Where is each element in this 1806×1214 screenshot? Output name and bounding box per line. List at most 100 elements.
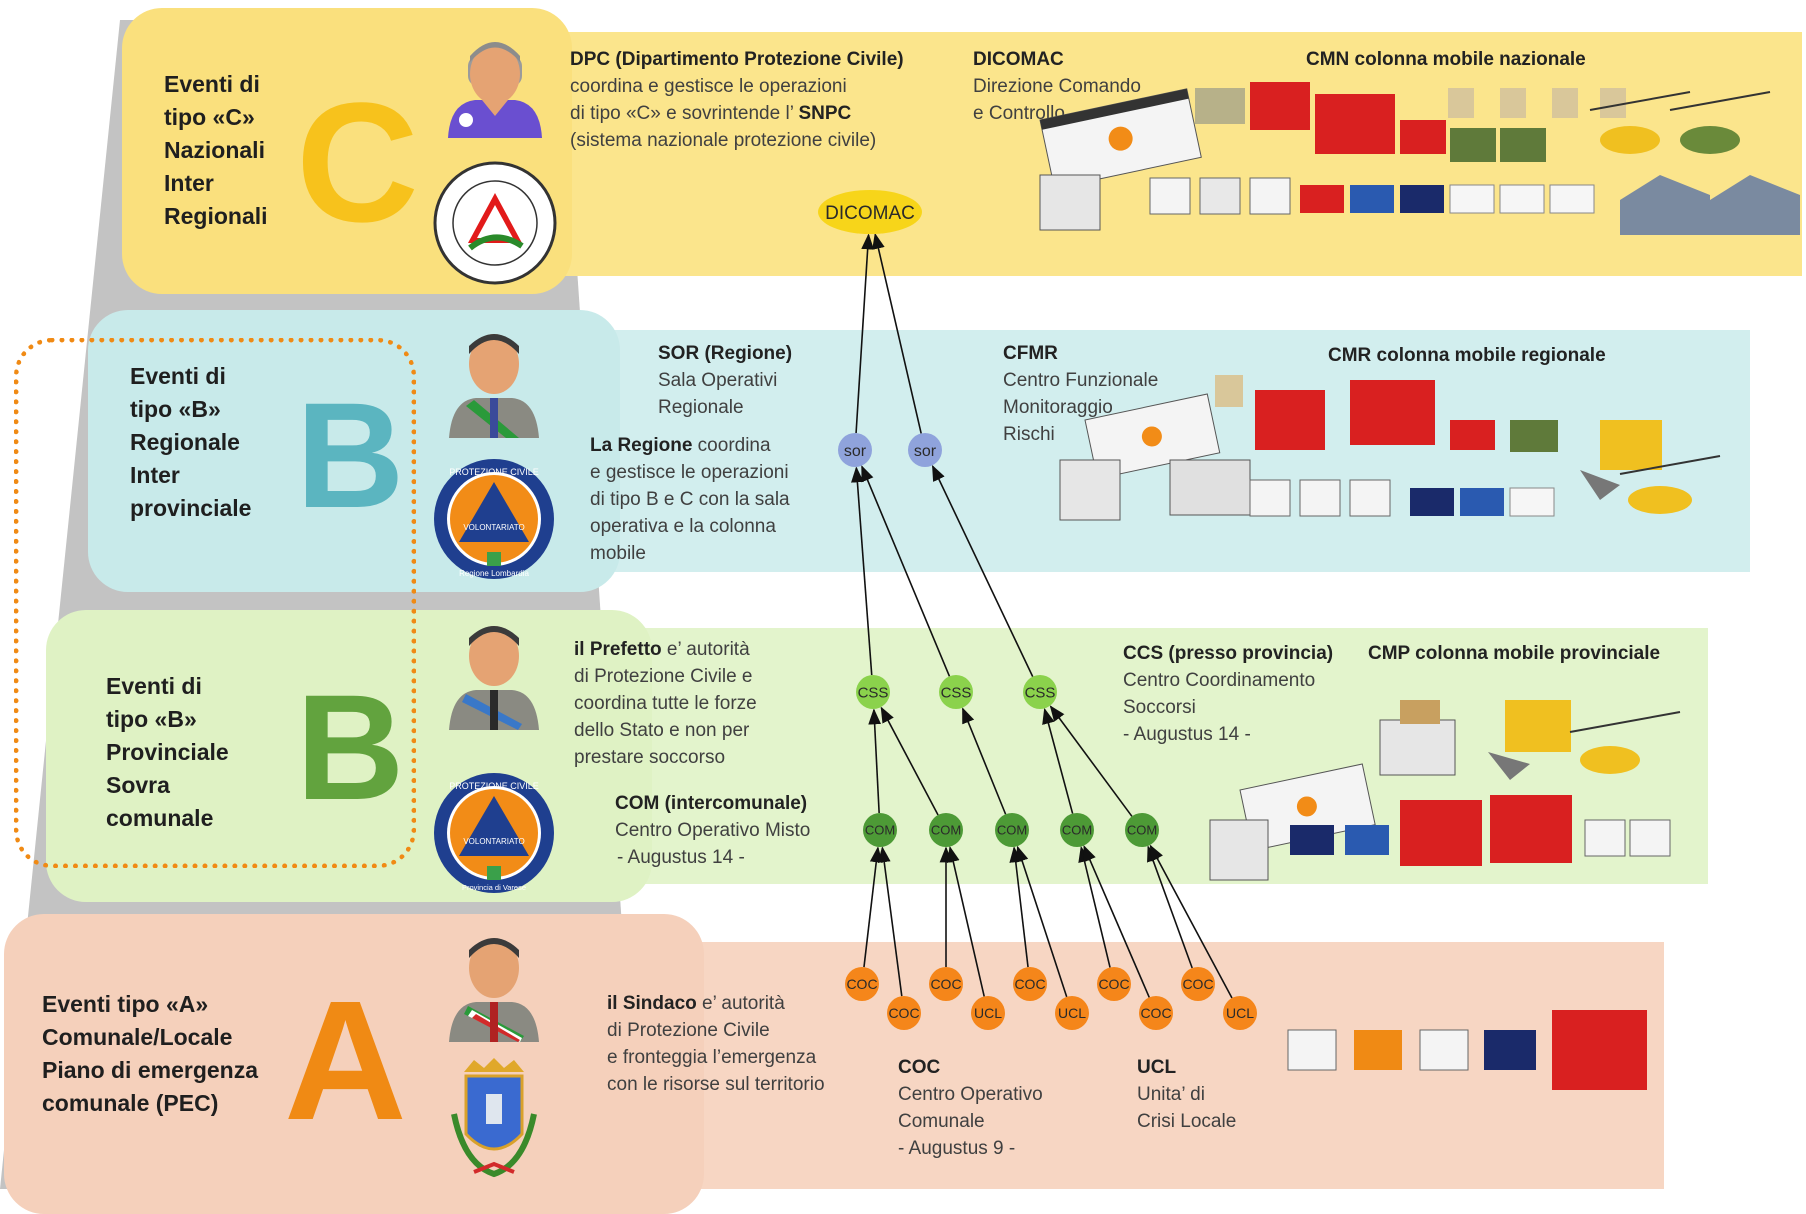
event-line: Eventi di xyxy=(106,673,202,699)
hierarchy-arrow xyxy=(1009,846,1029,968)
coc-node: COC xyxy=(1013,967,1047,1001)
level-bp-letter: B xyxy=(296,663,405,831)
hierarchy-arrow xyxy=(861,465,951,677)
sor-node-shape xyxy=(908,433,942,467)
com-node: COM xyxy=(995,813,1029,847)
coc-node: COC xyxy=(1097,967,1131,1001)
coc-node-label: COC xyxy=(930,976,961,992)
coc-node-label: COC xyxy=(1140,1005,1171,1021)
cfmr-title: CFMR xyxy=(1003,343,1058,364)
prefetto-bold: il Prefetto xyxy=(574,639,662,660)
regione-line-rest: coordina xyxy=(692,435,771,456)
event-line: Eventi di xyxy=(164,71,260,97)
hierarchy-arrow xyxy=(1049,705,1133,817)
volontariato-regione-badge: PROTEZIONE CIVILE VOLONTARIATO Regione L… xyxy=(434,459,554,579)
coc-node-shape xyxy=(887,996,921,1030)
cmn-title-text: CMN colonna mobile nazionale xyxy=(1306,49,1586,70)
ucl-node-shape xyxy=(1223,996,1257,1030)
coc-line: - Augustus 9 - xyxy=(898,1138,1016,1159)
com-node-label: COM xyxy=(865,823,895,838)
coc-node-shape xyxy=(1097,967,1131,1001)
com-node-label: COM xyxy=(997,823,1027,838)
com-line: Centro Operativo Misto xyxy=(615,820,811,841)
dicomac-node-shape xyxy=(818,190,922,234)
event-line: comunale (PEC) xyxy=(42,1090,219,1116)
hierarchy-arrow xyxy=(851,466,873,676)
sindaco-line-rest: e’ autorità xyxy=(696,993,785,1014)
coc-node: COC xyxy=(929,967,963,1001)
badge-top-text: PROTEZIONE CIVILE xyxy=(449,781,539,791)
prefetto-line: coordina tutte le forze xyxy=(574,693,757,714)
com-node-label: COM xyxy=(1062,823,1092,838)
com-node-shape xyxy=(929,813,963,847)
cfmr-line: Monitoraggio xyxy=(1003,397,1113,418)
coc-line: Comunale xyxy=(898,1111,985,1132)
coc-node-label: COC xyxy=(846,976,877,992)
ucl-node-shape xyxy=(971,996,1005,1030)
sindaco-line: con le risorse sul territorio xyxy=(607,1074,825,1095)
vehicle-illustrations xyxy=(1039,82,1800,1090)
hierarchy-arrow xyxy=(880,706,939,816)
sor-node-label: sor xyxy=(844,443,867,460)
dpc-line: coordina e gestisce le operazioni xyxy=(570,76,847,97)
dicomac-node: DICOMAC xyxy=(818,190,922,234)
sindaco-bold: il Sindaco xyxy=(607,993,697,1014)
event-line: Nazionali xyxy=(164,137,265,163)
sor-text: SOR (Regione) Sala Operativi Regionale xyxy=(658,340,792,421)
css-node: CSS xyxy=(856,675,890,709)
b-levels-dashed-outline xyxy=(14,338,416,868)
level-br-letter: B xyxy=(296,371,405,539)
dpc-line: di tipo «C» e sovrintende l’ SNPC xyxy=(570,100,904,127)
ucl-node: UCL xyxy=(971,996,1005,1030)
com-line: - Augustus 14 - xyxy=(617,847,745,868)
badge-mid-text: VOLONTARIATO xyxy=(463,837,524,846)
sor-node: sor xyxy=(838,433,872,467)
sor-line: Sala Operativi xyxy=(658,370,778,391)
regione-line: La Regione coordina xyxy=(590,432,790,459)
com-node: COM xyxy=(863,813,897,847)
coc-node-shape xyxy=(845,967,879,1001)
dicomac-node-label: DICOMAC xyxy=(825,203,915,224)
sor-node-shape xyxy=(838,433,872,467)
prefetto-text: il Prefetto e’ autorità di Protezione Ci… xyxy=(574,636,757,771)
level-a-letter: A xyxy=(284,966,407,1156)
event-line: Eventi di xyxy=(130,363,226,389)
coc-line: Centro Operativo xyxy=(898,1084,1043,1105)
event-line: Regionale xyxy=(130,429,240,455)
volontariato-provincia-badge: PROTEZIONE CIVILE VOLONTARIATO Provincia… xyxy=(434,773,554,893)
cmp-fleet-illustration xyxy=(1209,700,1681,881)
coc-node: COC xyxy=(845,967,879,1001)
badge-bottom-text: Provincia di Varese xyxy=(462,883,526,892)
snpc-bold: SNPC xyxy=(798,103,852,124)
regional-official-icon xyxy=(449,334,539,438)
hierarchy-arrow xyxy=(1016,845,1068,998)
event-line: comunale xyxy=(106,805,214,831)
level-br-event-label: Eventi di tipo «B» Regionale Inter provi… xyxy=(130,360,251,525)
ucl-node: UCL xyxy=(1055,996,1089,1030)
regione-line: di tipo B e C con la sala xyxy=(590,489,790,510)
hierarchy-arrow xyxy=(1149,844,1233,999)
ucl-line: Crisi Locale xyxy=(1137,1111,1237,1132)
badge-mid-text: VOLONTARIATO xyxy=(463,523,524,532)
sor-node: sor xyxy=(908,433,942,467)
level-bp-event-label: Eventi di tipo «B» Provinciale Sovra com… xyxy=(106,670,229,835)
ucl-node-shape xyxy=(1055,996,1089,1030)
dicomac-line: e Controllo xyxy=(973,103,1065,124)
coc-text: COC Centro Operativo Comunale - Augustus… xyxy=(898,1054,1043,1162)
level-c-letter: C xyxy=(296,68,419,258)
regione-line: e gestisce le operazioni xyxy=(590,462,789,483)
ucl-line: Unita’ di xyxy=(1137,1084,1205,1105)
regione-bold: La Regione xyxy=(590,435,693,456)
event-line: Inter xyxy=(164,170,214,196)
level-c-event-label: Eventi di tipo «C» Nazionali Inter Regio… xyxy=(164,68,268,233)
sor-node-label: sor xyxy=(914,443,937,460)
css-node: CSS xyxy=(939,675,973,709)
com-node-label: COM xyxy=(931,823,961,838)
level-bp-tab xyxy=(46,610,652,902)
css-node-label: CSS xyxy=(941,684,972,701)
com-node-shape xyxy=(1060,813,1094,847)
hierarchy-arrow xyxy=(962,707,1007,815)
coc-node: COC xyxy=(1139,996,1173,1030)
coc-node-label: COC xyxy=(1182,976,1213,992)
cmr-title: CMR colonna mobile regionale xyxy=(1328,342,1606,369)
